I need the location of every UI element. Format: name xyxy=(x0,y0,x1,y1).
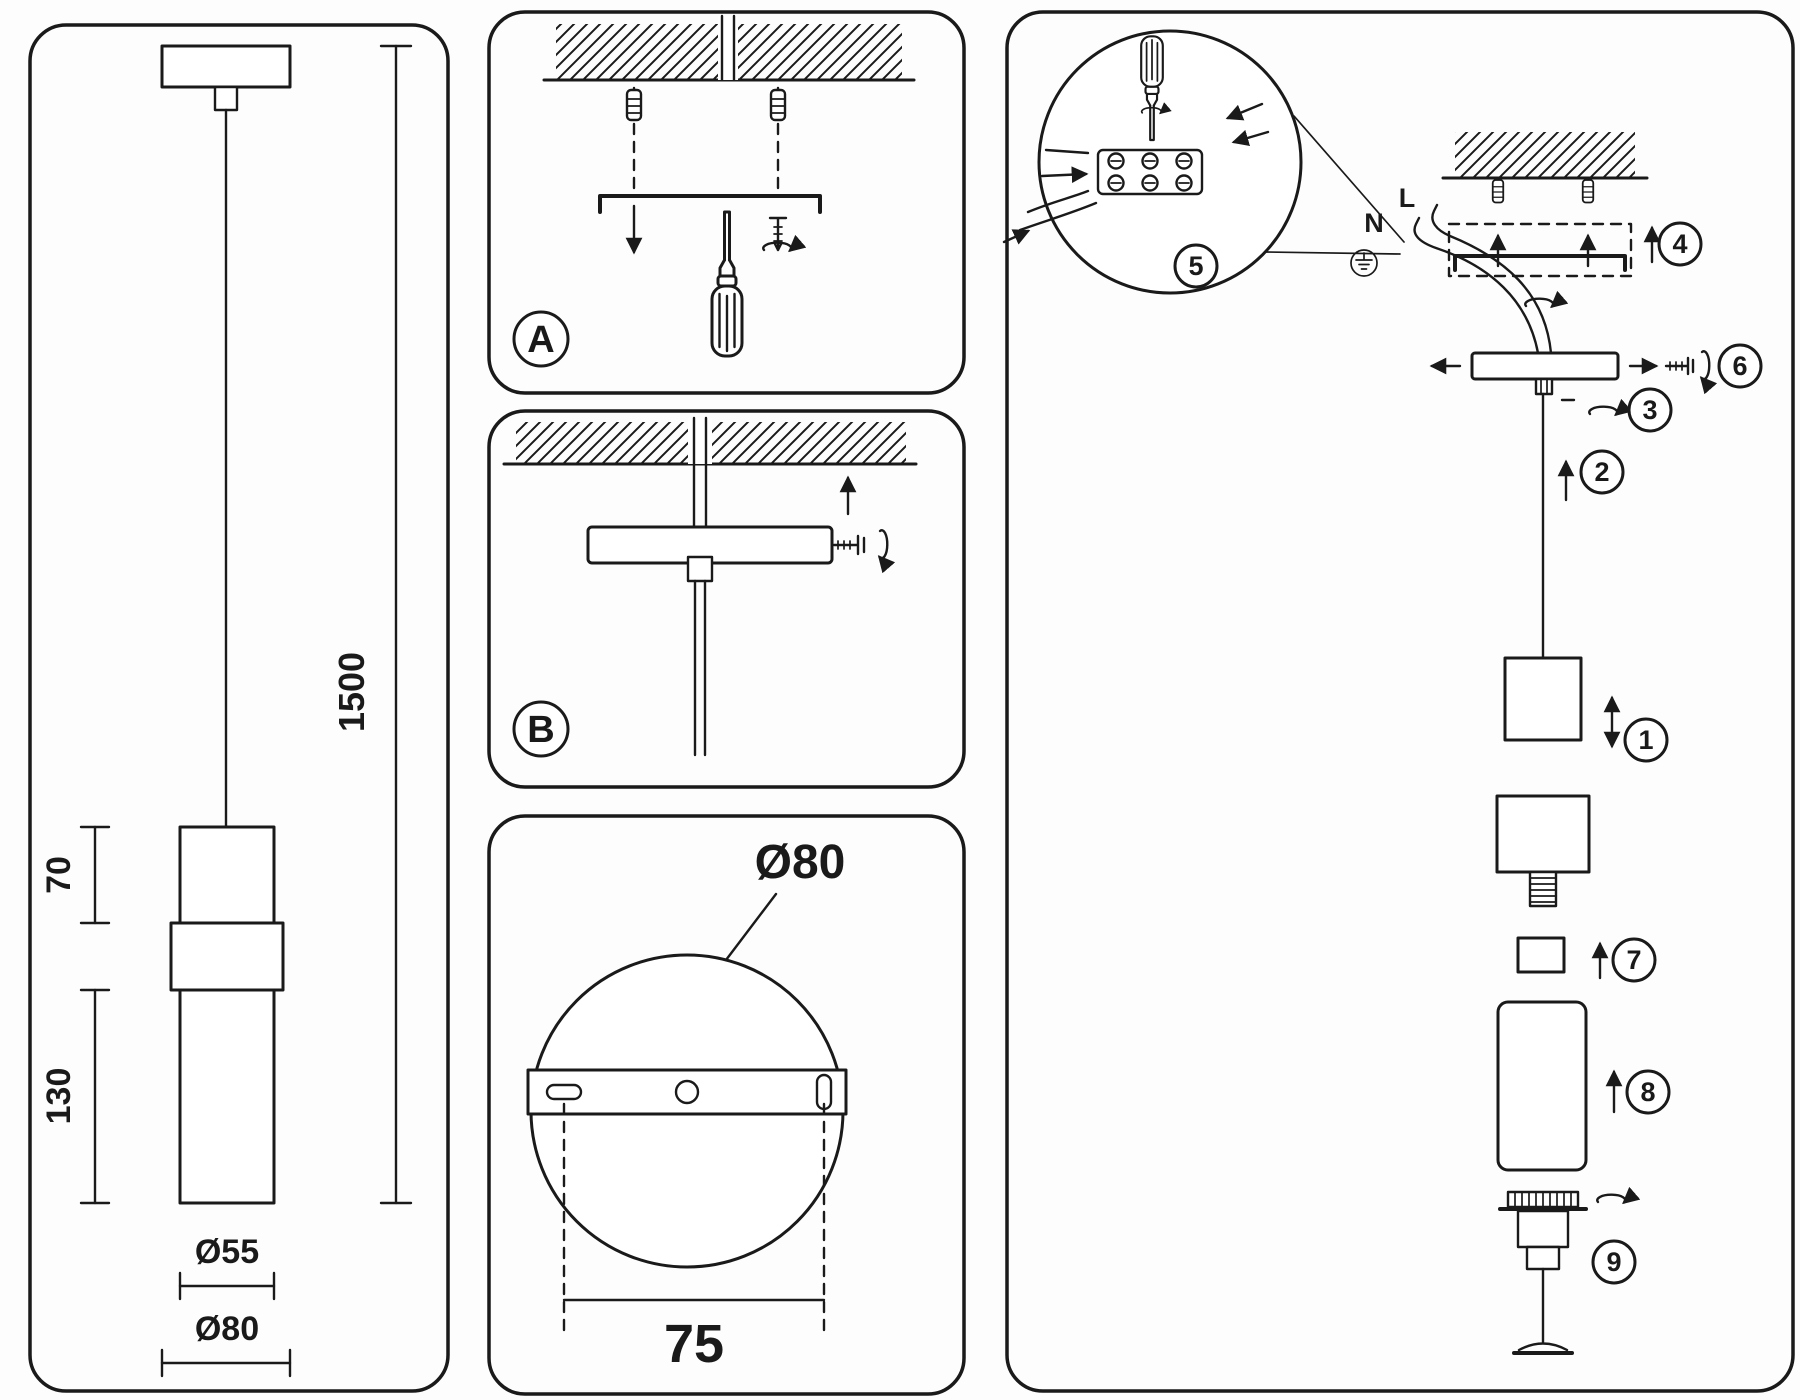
lamp-holder xyxy=(1498,1190,1588,1271)
cord-coupler xyxy=(686,555,714,583)
cord-grip xyxy=(213,85,239,112)
step-number: 3 xyxy=(1642,395,1657,425)
wires xyxy=(1018,189,1098,232)
dim-total-drop: 1500 xyxy=(331,44,413,1205)
wire-neutral xyxy=(1413,216,1540,355)
step-number: 7 xyxy=(1626,945,1641,975)
lamp-socket-ring xyxy=(169,921,285,992)
magnifier-leader xyxy=(1265,251,1401,255)
glass-shade xyxy=(1496,1000,1588,1172)
step-number: 8 xyxy=(1640,1077,1655,1107)
panel-a-border xyxy=(487,10,966,395)
step-6-badge: 6 xyxy=(1717,343,1763,389)
screw-icon xyxy=(768,216,788,252)
step-7-badge: 7 xyxy=(1611,937,1657,983)
mounting-bracket xyxy=(598,194,822,214)
step-number: 5 xyxy=(1188,251,1203,281)
step-3-badge: 3 xyxy=(1627,387,1673,433)
ground-symbol xyxy=(1350,249,1378,277)
step-number: 2 xyxy=(1594,457,1609,487)
canopy xyxy=(1470,351,1620,381)
side-screw-icon xyxy=(1664,356,1695,376)
wire-insert-arrow-icon xyxy=(1002,229,1031,245)
panel-b: B xyxy=(487,409,966,789)
threaded-nipple xyxy=(1528,870,1558,908)
panel-plate-border xyxy=(487,814,966,1396)
terminal-detail-circle: 5 xyxy=(1002,29,1405,295)
wall-plug-icon xyxy=(625,88,643,122)
mounting-bar xyxy=(526,1068,848,1116)
step-4-badge: 4 xyxy=(1657,221,1703,267)
dim-upper-body: 70 xyxy=(40,825,111,925)
step-5-badge: 5 xyxy=(1173,243,1219,289)
diameter-leader-line xyxy=(724,892,778,962)
magnifier-leader xyxy=(1293,115,1405,243)
panel-b-border xyxy=(487,409,966,789)
left-panel-border xyxy=(28,23,450,1393)
rotation-arrow-icon xyxy=(880,530,888,558)
step-number: 6 xyxy=(1732,351,1747,381)
detail-a-label: A xyxy=(527,319,554,361)
dim-upper-body-label: 70 xyxy=(40,856,78,894)
wire-insert-arrow-icon xyxy=(1225,102,1264,121)
dim-canopy-diameter: Ø80 xyxy=(160,1310,292,1378)
ceiling-canopy xyxy=(160,44,292,89)
pendant-stem xyxy=(693,579,707,757)
dim-lower-body-label: 130 xyxy=(40,1068,78,1125)
left-panel: 1500 70 130 Ø55 Ø80 xyxy=(28,23,450,1393)
lamp-shade xyxy=(178,988,276,1205)
lamp-upper-body xyxy=(178,825,276,925)
socket-housing xyxy=(1495,794,1591,874)
wire-label-n: N xyxy=(1364,208,1384,238)
step-1-badge: 1 xyxy=(1623,717,1669,763)
detail-b-badge: B xyxy=(512,700,570,758)
wall-plug-icon xyxy=(1581,178,1595,204)
dim-plate-diameter-label: Ø80 xyxy=(755,836,846,889)
dim-total-drop-label: 1500 xyxy=(331,652,372,732)
step-9-badge: 9 xyxy=(1591,1239,1637,1285)
wire-insert-arrow-icon xyxy=(1040,148,1088,176)
set-screw-icon xyxy=(832,534,866,556)
threaded-rod xyxy=(692,416,708,529)
step-2-badge: 2 xyxy=(1579,449,1625,495)
step-number: 4 xyxy=(1672,229,1687,259)
wire-live xyxy=(1431,203,1553,355)
wall-plug-icon xyxy=(769,88,787,122)
dim-body-diameter: Ø55 xyxy=(178,1233,276,1301)
dim-slot-spacing: 75 xyxy=(562,1102,826,1374)
rotation-arrow-icon xyxy=(1702,351,1710,379)
mounting-bracket xyxy=(1453,254,1627,272)
rotation-arrow-icon xyxy=(1597,1195,1625,1203)
terminal-screws xyxy=(1107,152,1193,192)
cord-grip xyxy=(1534,377,1554,396)
wall-plug-icon xyxy=(1491,178,1505,204)
hanger-rod-a xyxy=(720,14,736,82)
mounting-slot-left xyxy=(545,1083,583,1101)
bracket-dashed-outline xyxy=(1447,222,1633,278)
detail-b-label: B xyxy=(527,709,554,751)
step-number: 9 xyxy=(1606,1247,1621,1277)
dim-lower-body: 130 xyxy=(40,988,111,1205)
wire-label-l: L xyxy=(1399,183,1416,213)
dim-slot-spacing-label: 75 xyxy=(664,1314,724,1374)
dim-body-diameter-label: Ø55 xyxy=(195,1233,259,1271)
detail-a-badge: A xyxy=(512,310,570,368)
panel-a: A xyxy=(487,10,966,395)
panel-assembly-border xyxy=(1005,10,1795,1393)
step-number: 1 xyxy=(1638,725,1653,755)
screwdriver-icon xyxy=(710,210,744,358)
panel-plate: Ø80 75 xyxy=(487,814,966,1396)
step-8-badge: 8 xyxy=(1625,1069,1671,1115)
panel-assembly: 5 4 N L xyxy=(1002,10,1795,1393)
retainer-ring xyxy=(1516,936,1566,974)
finial-pin xyxy=(1512,1267,1574,1355)
rotation-arrow-icon xyxy=(1525,299,1553,307)
cord-cylinder xyxy=(1503,656,1583,742)
cable-hole xyxy=(674,1079,700,1105)
rotation-arrow-icon xyxy=(1589,407,1617,415)
ceiling-hatch xyxy=(1455,132,1635,178)
wire-insert-arrow-icon xyxy=(1231,129,1270,147)
dim-canopy-diameter-label: Ø80 xyxy=(195,1310,259,1348)
